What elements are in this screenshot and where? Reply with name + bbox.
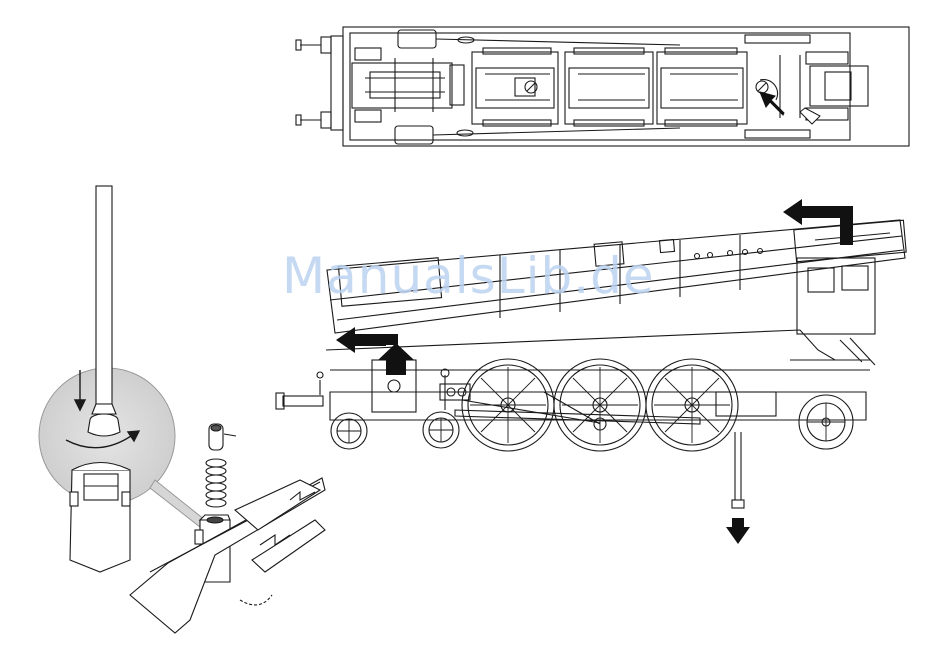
spring bbox=[206, 459, 226, 507]
bulb-socket bbox=[70, 463, 130, 573]
front-truck bbox=[352, 48, 464, 122]
driving-axles bbox=[472, 48, 747, 126]
underside-frame bbox=[343, 27, 909, 146]
body-screw bbox=[732, 432, 744, 508]
lift-arrow-cab bbox=[783, 199, 853, 245]
wheels bbox=[331, 359, 853, 451]
watermark-text: ManualsLib.de bbox=[282, 246, 655, 306]
underside-view bbox=[296, 27, 909, 146]
buffers bbox=[296, 36, 343, 130]
cab bbox=[797, 258, 875, 334]
screw-down-arrow bbox=[726, 518, 750, 544]
cylinder-right bbox=[395, 126, 433, 144]
insertion-tool bbox=[96, 186, 112, 404]
underside-screws bbox=[525, 80, 778, 100]
